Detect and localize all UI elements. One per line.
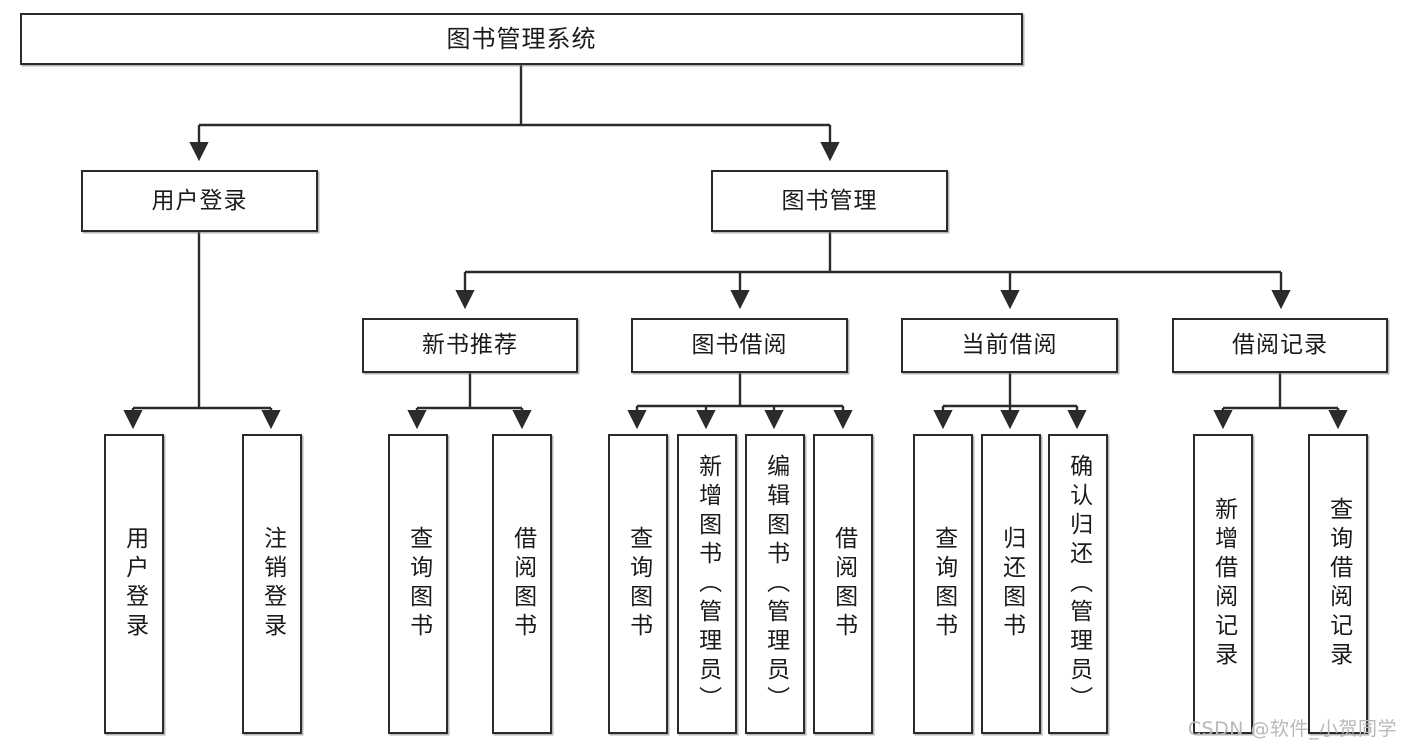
node-current-borrow[interactable]: 当前借阅 [901,318,1118,373]
leaf-new-book-query[interactable]: 查询图书 [388,434,448,734]
leaf-add-book-admin[interactable]: 新增图书（管理员） [677,434,737,734]
node-label: 注销登录 [259,526,286,642]
leaf-borrow-query[interactable]: 查询图书 [608,434,668,734]
node-label: 图书管理系统 [446,25,597,53]
node-new-book-recommendation[interactable]: 新书推荐 [362,318,578,373]
node-label: 查询图书 [930,526,957,642]
node-label: 当前借阅 [961,332,1058,359]
node-label: 用户登录 [121,526,148,642]
leaf-query-borrow-record[interactable]: 查询借阅记录 [1308,434,1368,734]
node-label: 借阅图书 [830,526,857,642]
leaf-logout[interactable]: 注销登录 [242,434,302,734]
node-user-login[interactable]: 用户登录 [81,170,318,232]
node-borrow-record[interactable]: 借阅记录 [1172,318,1388,373]
node-label: 编辑图书（管理员） [762,453,789,715]
leaf-user-login[interactable]: 用户登录 [104,434,164,734]
node-label: 用户登录 [151,187,248,214]
node-label: 查询图书 [405,526,432,642]
node-label: 新增借阅记录 [1210,497,1237,671]
node-label: 查询图书 [625,526,652,642]
node-root-system[interactable]: 图书管理系统 [20,13,1023,65]
node-label: 图书管理 [781,187,878,214]
node-label: 新书推荐 [422,332,518,359]
leaf-current-query[interactable]: 查询图书 [913,434,973,734]
node-book-management[interactable]: 图书管理 [711,170,948,232]
node-label: 归还图书 [998,526,1025,642]
leaf-return-book[interactable]: 归还图书 [981,434,1041,734]
node-label: 新增图书（管理员） [694,453,721,715]
csdn-watermark: CSDN @软件_小贺同学 [1187,718,1397,740]
leaf-add-borrow-record[interactable]: 新增借阅记录 [1193,434,1253,734]
node-label: 借阅记录 [1232,332,1328,359]
node-label: 借阅图书 [509,526,536,642]
node-label: 查询借阅记录 [1325,497,1352,671]
leaf-edit-book-admin[interactable]: 编辑图书（管理员） [745,434,805,734]
node-book-borrow[interactable]: 图书借阅 [631,318,848,373]
leaf-borrow-book[interactable]: 借阅图书 [813,434,873,734]
leaf-new-book-borrow[interactable]: 借阅图书 [492,434,552,734]
leaf-confirm-return-admin[interactable]: 确认归还（管理员） [1048,434,1108,734]
node-label: 确认归还（管理员） [1065,453,1092,715]
node-label: 图书借阅 [691,332,788,359]
